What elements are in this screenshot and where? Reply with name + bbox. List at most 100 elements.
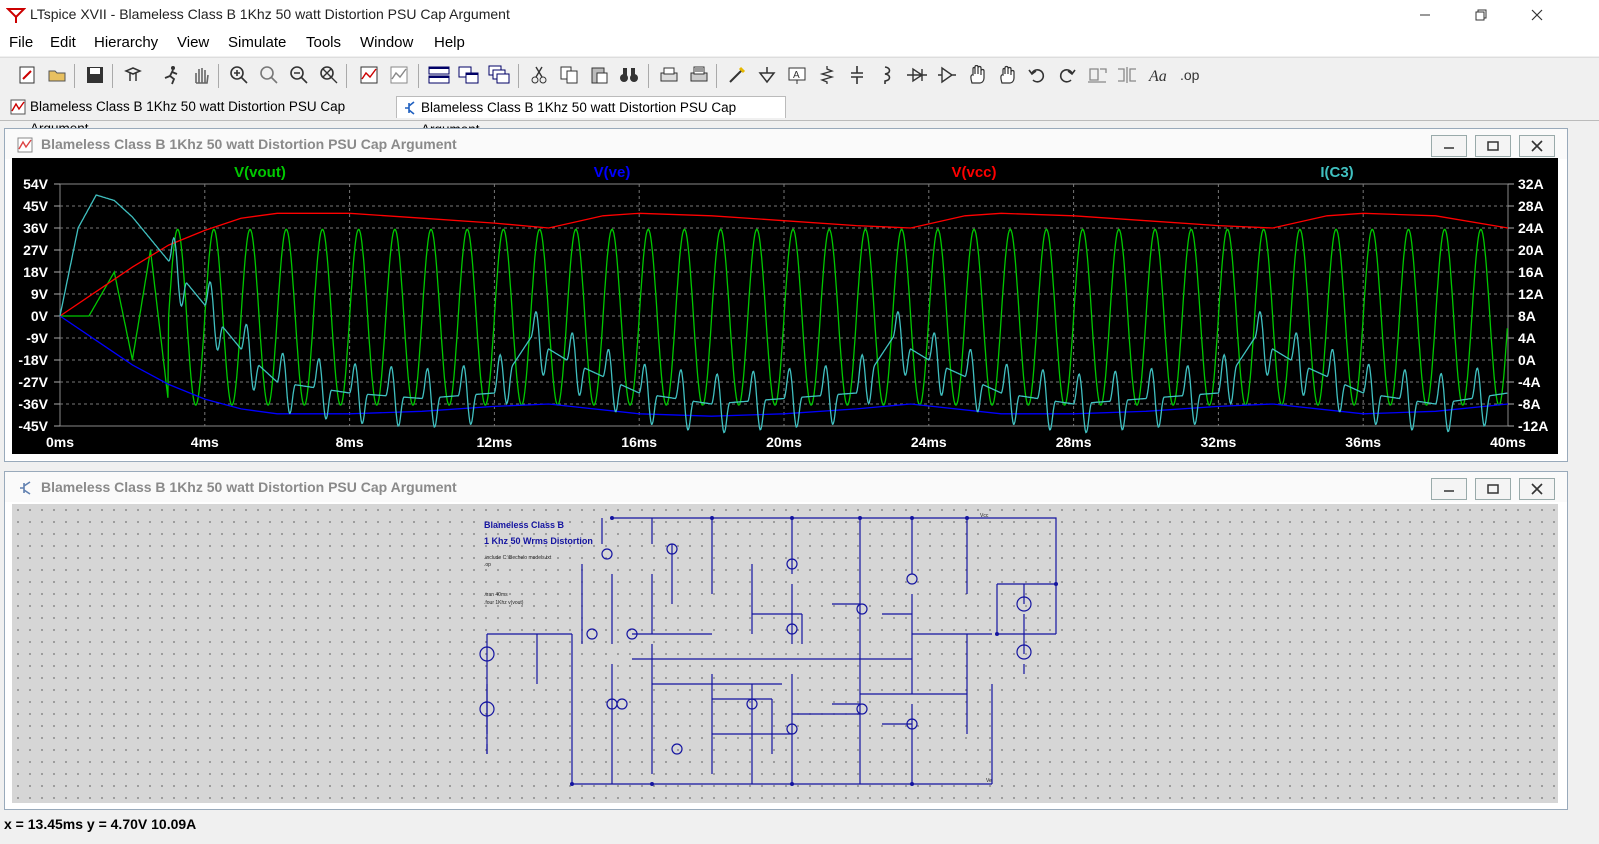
plot-minimize-button[interactable]: [1431, 135, 1467, 157]
schematic-canvas[interactable]: Blameless Class B 1 Khz 50 Wrms Distorti…: [12, 504, 1558, 803]
drag-icon[interactable]: [994, 62, 1020, 88]
schematic-heading-1: Blameless Class B: [484, 520, 565, 530]
diode-icon[interactable]: [904, 62, 930, 88]
y-left-tick-label: -9V: [26, 330, 48, 346]
y-right-tick-label: 8A: [1518, 308, 1536, 324]
mirror-icon[interactable]: [1114, 62, 1140, 88]
menu-window[interactable]: Window: [360, 34, 414, 51]
component-icon[interactable]: [934, 62, 960, 88]
move-icon[interactable]: [964, 62, 990, 88]
x-tick-label: 32ms: [1200, 434, 1236, 450]
cursor-readout: x = 13.45ms y = 4.70V 10.09A: [4, 816, 197, 832]
zoom-in-icon[interactable]: [226, 62, 252, 88]
series-line-vvout: [60, 228, 1508, 406]
print-preview-icon[interactable]: [656, 62, 682, 88]
tile-horizontal-icon[interactable]: [426, 62, 452, 88]
label-net-icon[interactable]: A: [784, 62, 810, 88]
toolbar-separator: [418, 64, 419, 88]
schematic-drawing[interactable]: Blameless Class B 1 Khz 50 Wrms Distorti…: [12, 504, 1558, 803]
spice-directive-icon[interactable]: .op: [1178, 62, 1204, 88]
new-schematic-icon[interactable]: [14, 62, 40, 88]
inductor-icon[interactable]: [874, 62, 900, 88]
y-left-tick-label: 27V: [23, 242, 49, 258]
zoom-pan-icon[interactable]: [256, 62, 282, 88]
menu-simulate[interactable]: Simulate: [228, 34, 287, 51]
y-left-tick-label: -27V: [18, 374, 48, 390]
control-panel-icon[interactable]: [120, 62, 146, 88]
close-icon: [1531, 140, 1543, 152]
schematic-window-titlebar: Blameless Class B 1Khz 50 watt Distortio…: [5, 472, 1567, 502]
four-directive: .four 1Khz v(vout): [484, 600, 524, 606]
wire-icon[interactable]: [724, 62, 750, 88]
tile-vertical-icon[interactable]: [456, 62, 482, 88]
x-tick-label: 28ms: [1056, 434, 1092, 450]
paste-icon[interactable]: [586, 62, 612, 88]
minimize-icon: [1444, 147, 1454, 149]
copy-icon[interactable]: [556, 62, 582, 88]
schematic-close-button[interactable]: [1519, 478, 1555, 500]
svg-text:.op: .op: [1180, 67, 1200, 83]
toolbar-separator: [716, 64, 717, 88]
save-icon[interactable]: [82, 62, 108, 88]
x-tick-label: 12ms: [476, 434, 512, 450]
find-icon[interactable]: [616, 62, 642, 88]
restore-button[interactable]: [1458, 0, 1504, 30]
ground-icon[interactable]: [754, 62, 780, 88]
menu-edit[interactable]: Edit: [50, 34, 76, 51]
legend-vve: V(ve): [594, 164, 631, 181]
plot-window-titlebar: Blameless Class B 1Khz 50 watt Distortio…: [5, 129, 1567, 159]
undo-icon[interactable]: [1024, 62, 1050, 88]
open-icon[interactable]: [44, 62, 70, 88]
zoom-out-icon[interactable]: [286, 62, 312, 88]
run-icon[interactable]: [158, 62, 184, 88]
y-left-tick-label: -18V: [18, 352, 48, 368]
schematic-window-title: Blameless Class B 1Khz 50 watt Distortio…: [41, 479, 457, 495]
y-left-tick-label: -36V: [18, 396, 48, 412]
close-window-button[interactable]: [1514, 0, 1560, 30]
y-left-tick-label: -45V: [18, 418, 48, 434]
window-title: LTspice XVII - Blameless Class B 1Khz 50…: [30, 6, 510, 22]
text-icon[interactable]: Aa: [1146, 62, 1172, 88]
resistor-icon[interactable]: [814, 62, 840, 88]
schematic-maximize-button[interactable]: [1475, 478, 1511, 500]
y-left-tick-label: 9V: [31, 286, 49, 302]
series-line-ic3: [59, 194, 1508, 434]
schematic-transistors: [479, 543, 1032, 755]
menu-tools[interactable]: Tools: [306, 34, 342, 51]
y-right-tick-label: -12A: [1518, 418, 1548, 434]
halt-icon[interactable]: [188, 62, 214, 88]
close-icon: [1531, 483, 1543, 495]
print-icon[interactable]: [686, 62, 712, 88]
legend-vvcc: V(vcc): [951, 164, 996, 181]
op-directive: .op: [484, 562, 491, 568]
redo-icon[interactable]: [1054, 62, 1080, 88]
maximize-icon: [1487, 484, 1499, 494]
tran-directive: .tran 40ms: [484, 592, 508, 598]
pick-visible-traces-icon[interactable]: [386, 62, 412, 88]
schematic-minimize-button[interactable]: [1431, 478, 1467, 500]
y-left-tick-label: 18V: [23, 264, 49, 280]
autorange-icon[interactable]: [356, 62, 382, 88]
minimize-button[interactable]: [1402, 0, 1448, 30]
plot-maximize-button[interactable]: [1475, 135, 1511, 157]
include-directive: .include C:\Bechelo models.txt: [484, 555, 552, 561]
waveform-tab-icon: [10, 99, 26, 115]
cut-icon[interactable]: [526, 62, 552, 88]
tab-plot[interactable]: Blameless Class B 1Khz 50 watt Distortio…: [6, 96, 394, 136]
capacitor-icon[interactable]: [844, 62, 870, 88]
zoom-fit-icon[interactable]: [316, 62, 342, 88]
menu-hierarchy[interactable]: Hierarchy: [94, 34, 159, 51]
menu-help[interactable]: Help: [434, 34, 465, 51]
tab-schematic[interactable]: Blameless Class B 1Khz 50 watt Distortio…: [396, 96, 786, 137]
menu-file[interactable]: File: [9, 34, 34, 51]
plot-close-button[interactable]: [1519, 135, 1555, 157]
series-line-vvcc: [59, 212, 1509, 317]
close-icon: [1531, 9, 1543, 21]
cascade-icon[interactable]: [486, 62, 512, 88]
net-label-ve: Ve: [986, 778, 992, 784]
rotate-icon[interactable]: [1084, 62, 1110, 88]
menu-view[interactable]: View: [177, 34, 210, 51]
document-tab-bar: Blameless Class B 1Khz 50 watt Distortio…: [0, 94, 1599, 137]
